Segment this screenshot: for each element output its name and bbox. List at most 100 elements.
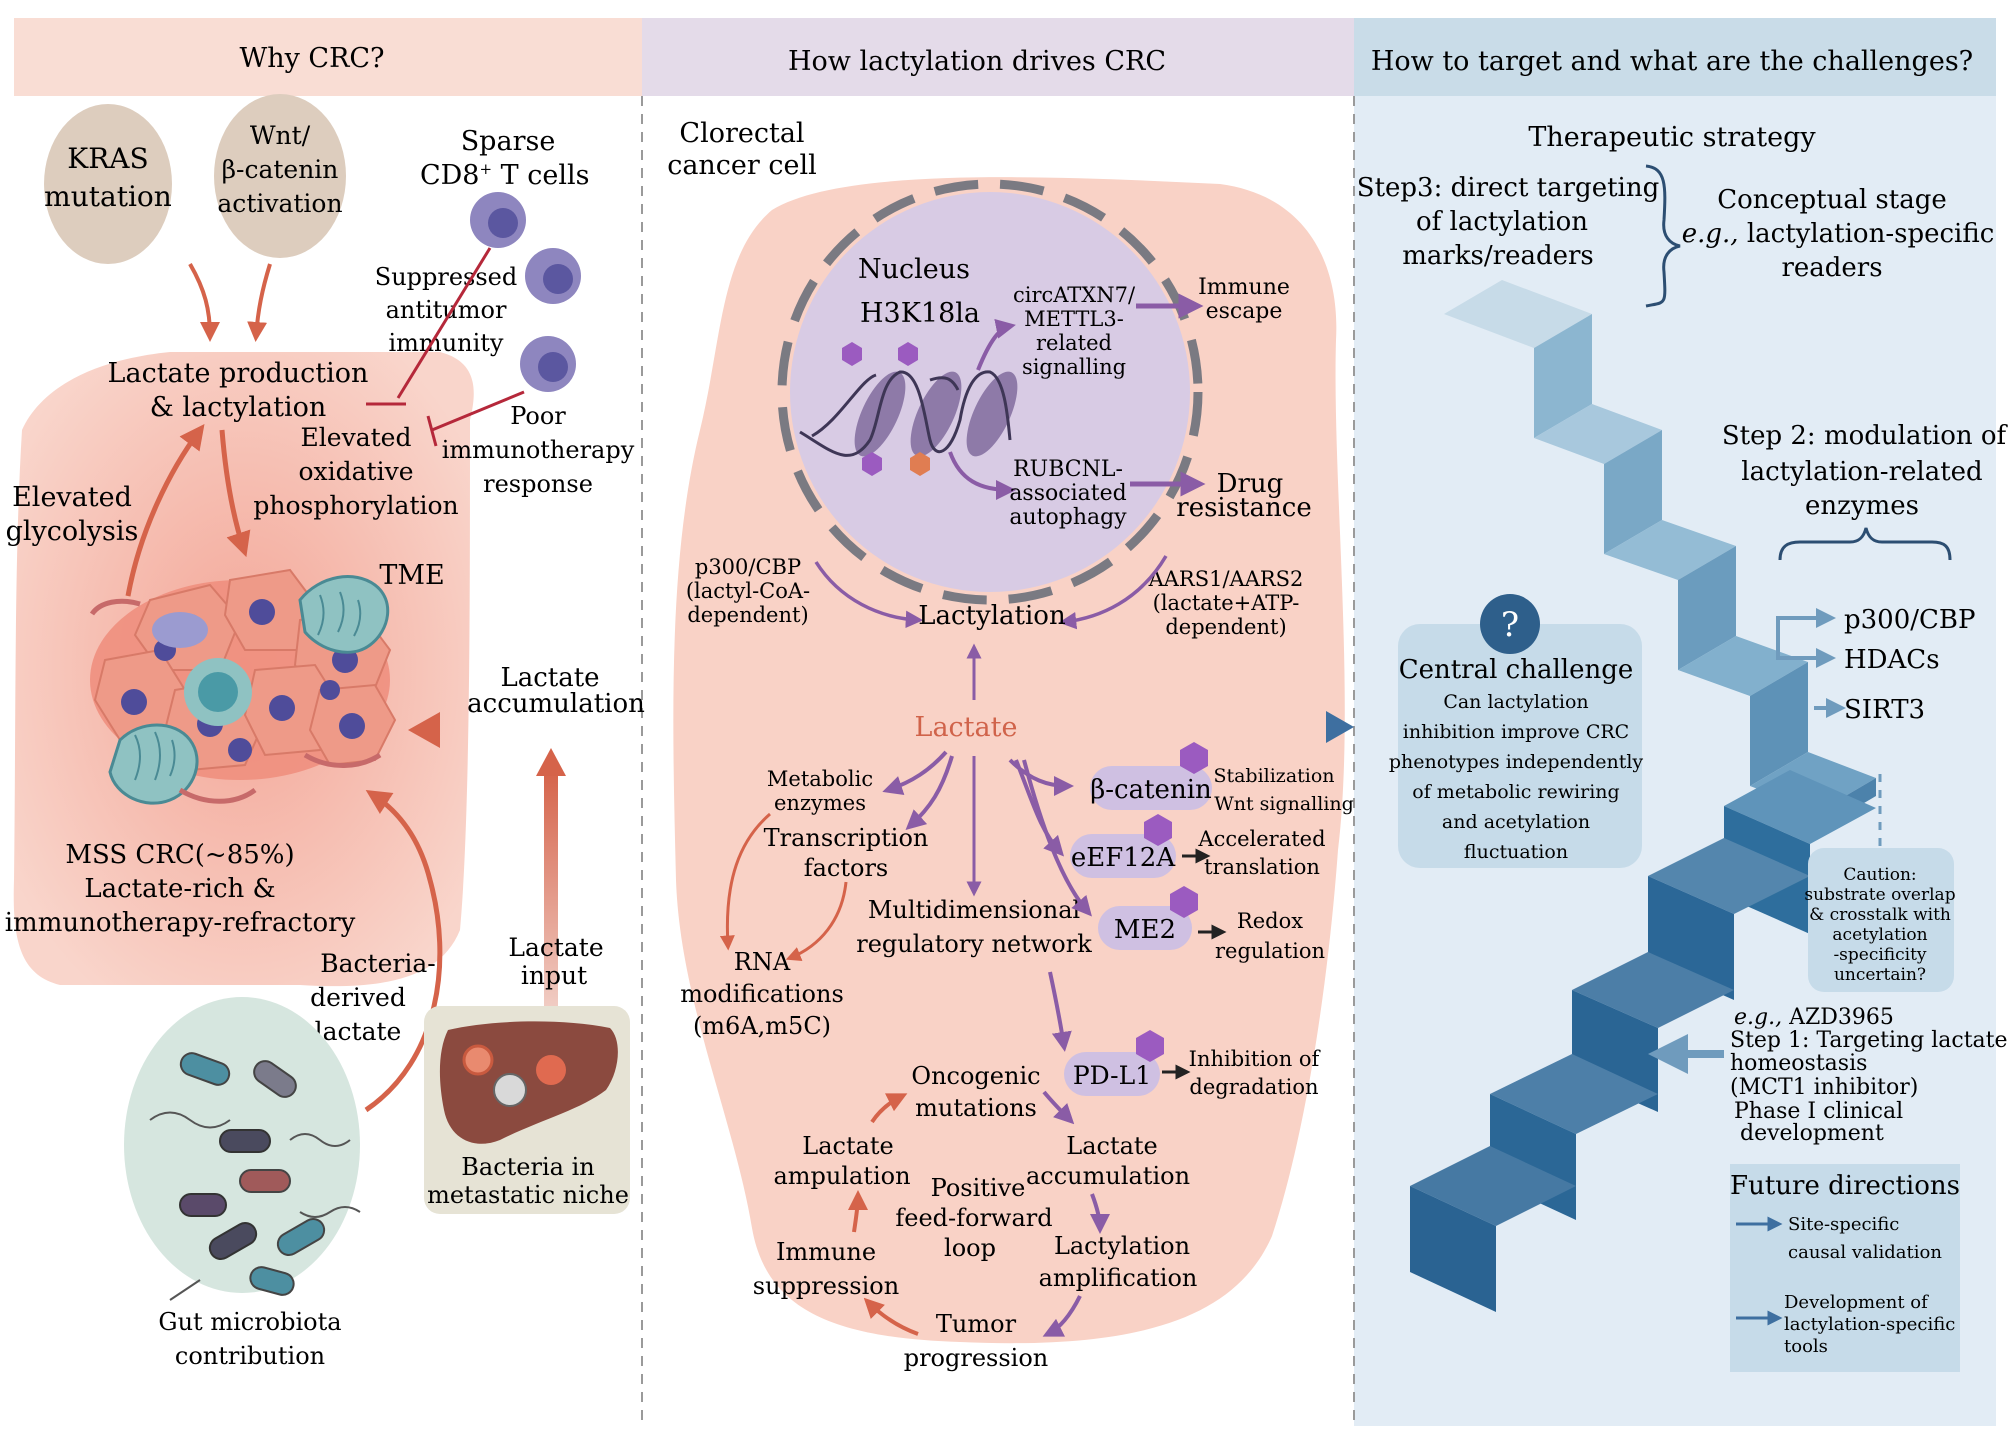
immune-supp-line2: suppression	[753, 1272, 899, 1300]
to-beta-catenin-arrow	[1008, 758, 1074, 796]
liver-bacteria-icon	[493, 1073, 527, 1107]
tumor-prog-line1: Tumor	[936, 1310, 1017, 1338]
question-icon	[1480, 594, 1540, 654]
right-header-title: How to target and what are the challenge…	[1371, 46, 1973, 77]
to-transcription-arrow	[905, 755, 954, 831]
conceptual-text: Conceptual stage	[1717, 185, 1946, 215]
tcells-suffix: T cells	[492, 160, 589, 191]
caution-line3: & crosstalk with	[1809, 905, 1951, 925]
enzyme-p300: p300/CBP	[1844, 605, 1976, 635]
aars-line2: (lactate+ATP-	[1153, 591, 1300, 615]
bacteria-derived-line3: lactate	[315, 1017, 402, 1046]
oxphos-line3: phosphorylation	[253, 491, 458, 520]
h3k18la-label: H3K18la	[860, 298, 980, 329]
step2-brace	[1778, 527, 1952, 561]
wnt-oval	[214, 94, 346, 258]
chromatin-icon	[799, 342, 1018, 476]
accelerated-line1: Accelerated	[1197, 827, 1325, 851]
tcell-2	[525, 248, 581, 304]
to-pdl1-arrow	[1048, 971, 1072, 1052]
conceptual-eg: e.g.,	[1682, 219, 1739, 249]
nucleus-label: Nucleus	[858, 254, 970, 285]
tcells-title-line2: CD8+ T cells	[420, 160, 589, 191]
p300-left-line3: dependent)	[687, 603, 808, 627]
beta-catenin-pill	[1090, 766, 1212, 810]
rna-line1: RNA	[734, 948, 791, 976]
conceptual-specific: lactylation-specific	[1739, 219, 1995, 249]
central-body-line1: Can lactylation	[1443, 691, 1588, 713]
question-mark: ?	[1501, 605, 1519, 645]
positive-loop-line2: feed-forward	[895, 1204, 1052, 1232]
lactate-accumulation-line2: accumulation	[467, 689, 645, 719]
right-panel: Therapeutic strategy Step3: direct targe…	[1357, 122, 2008, 1372]
central-body-line5: and acetylation	[1442, 811, 1590, 833]
future-directions-box	[1730, 1164, 1960, 1372]
mss-line2: Lactate-rich &	[84, 874, 275, 904]
drug-resistance-line2: resistance	[1176, 493, 1311, 523]
azd-name: AZD3965	[1782, 1005, 1894, 1030]
future2-line2: lactylation-specific	[1784, 1314, 1955, 1335]
cd8-superscript: +	[479, 160, 492, 178]
left-header-title: Why CRC?	[239, 43, 384, 74]
to-metabolic-arrow	[882, 750, 948, 796]
middle-panel: Clorectal cancer cell Nucleus H3K18la ci…	[667, 118, 1354, 1372]
lactate-to-oncogenic-arrow	[870, 1093, 908, 1124]
stabilization-line2: Wnt signalling	[1214, 793, 1354, 815]
to-p300-arrow	[1776, 608, 1836, 660]
enzyme-sirt3: SIRT3	[1844, 695, 1925, 725]
aars-line1: AARS1/AARS2	[1148, 567, 1304, 591]
eef-lac-mark	[1144, 814, 1172, 846]
multidim-line2: regulatory network	[856, 930, 1092, 958]
left-header-band	[14, 18, 642, 96]
lact-accum-line1: Lactate	[1066, 1132, 1158, 1160]
future1-line2: causal validation	[1788, 1242, 1942, 1263]
redox-line2: regulation	[1215, 939, 1325, 963]
oncogenic-line1: Oncogenic	[911, 1062, 1040, 1090]
azd-eg: e.g.,	[1734, 1005, 1782, 1030]
metabolic-line1: Metabolic	[767, 767, 873, 791]
central-body-line3: phenotypes independently	[1389, 751, 1644, 773]
circ-line4: signalling	[1022, 355, 1126, 379]
lactate-input-line1: Lactate	[508, 933, 603, 962]
lactate-amp-line1: Lactate	[802, 1132, 894, 1160]
oxphos-line2: oxidative	[298, 457, 413, 486]
lactate-accumulation-arrowhead	[408, 712, 440, 748]
to-rubcnl-arrow	[948, 451, 1016, 500]
p300-left-line1: p300/CBP	[695, 555, 801, 579]
central-body-line4: of metabolic rewiring	[1412, 781, 1619, 803]
oncogenic-to-accum-arrow	[1042, 1090, 1075, 1125]
tumor-cluster	[89, 568, 397, 805]
bacteria-derived-line2: derived	[310, 983, 406, 1012]
suppressed-line1: Suppressed	[375, 263, 518, 291]
liver-tumor-icon	[462, 1044, 494, 1076]
metabolic-to-rna-arrow	[719, 812, 771, 951]
accelerated-line2: translation	[1204, 855, 1320, 879]
poor-line1: Poor	[510, 402, 566, 430]
future-title: Future directions	[1730, 1171, 1960, 1201]
bacteria-icons	[149, 1052, 361, 1301]
nuclear-envelope	[777, 179, 1203, 605]
lactate-input-arrowhead	[536, 748, 566, 776]
beta-catenin-label: β-catenin	[1090, 775, 1212, 805]
bacteria-lactate-arrow	[364, 789, 443, 1113]
gut-line2: contribution	[175, 1342, 325, 1370]
metabolic-line2: enzymes	[774, 791, 866, 815]
aars-to-lactylation-arrow	[1058, 555, 1168, 630]
p300-left-line2: (lactyl-CoA-	[686, 579, 810, 603]
rubcnl-line1: RUBCNL-	[1013, 457, 1123, 482]
future1-line1: Site-specific	[1788, 1214, 1899, 1235]
to-me2-arrow	[1022, 759, 1092, 917]
future2-line3: tools	[1784, 1336, 1828, 1357]
tcell-1	[470, 192, 526, 248]
cd8-text: CD8	[420, 160, 479, 191]
cell-label-line2: cancer cell	[667, 150, 817, 181]
liver-lactate-source	[536, 1055, 566, 1085]
bacteria-niche-line1: Bacteria in	[461, 1153, 594, 1181]
rubcnl-line2: associated	[1009, 481, 1126, 506]
tumor-prog-line2: progression	[904, 1344, 1049, 1372]
tme-label: TME	[379, 560, 444, 591]
to-eef-arrow	[1014, 759, 1065, 857]
lactate-center-label: Lactate	[915, 712, 1018, 743]
lactate-amp-line2: ampulation	[773, 1162, 910, 1190]
accum-to-lactylation-arrow	[1089, 1193, 1110, 1234]
